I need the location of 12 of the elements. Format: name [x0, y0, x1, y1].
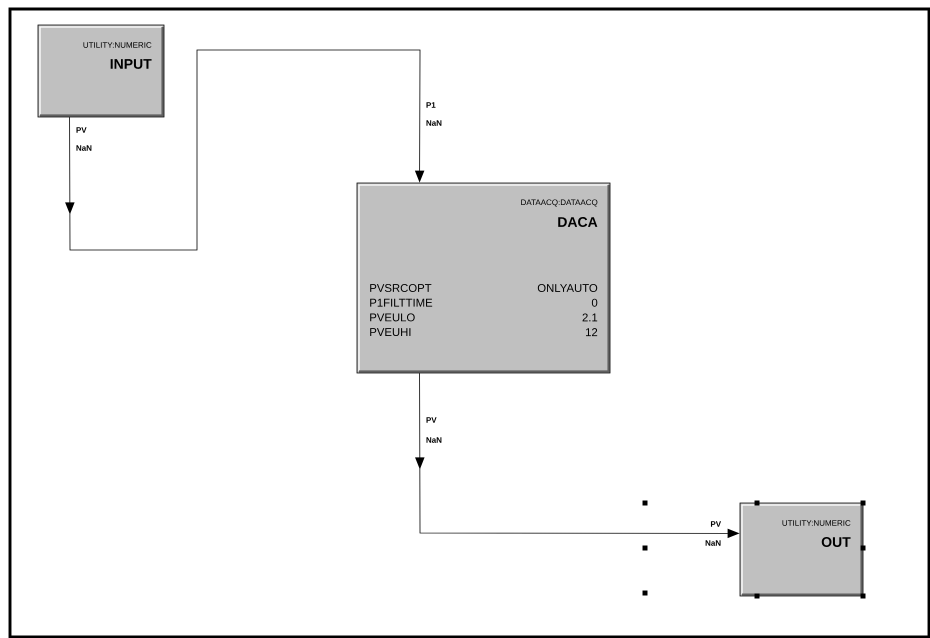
pin-label: PV	[426, 417, 437, 423]
connector	[65, 50, 424, 250]
pin-label: NaN	[426, 437, 442, 443]
function-block: UTILITY:NUMERIC OUT	[740, 502, 864, 596]
pin-label: NaN	[76, 145, 92, 151]
pin-label: NaN	[426, 120, 442, 126]
pin-label: PV	[710, 521, 722, 527]
pin-label: PV	[76, 127, 87, 133]
pin-label: P1	[426, 102, 436, 108]
function-block: UTILITY:NUMERIC INPUT	[38, 24, 164, 118]
function-block: DATAACQ:DATAACQ DACA PVSRCOPT ONLYAUTO P1FILTTIME 0 PVEULO 2.1 PVEUHI 12	[356, 182, 610, 374]
pin-label: NaN	[706, 540, 721, 546]
